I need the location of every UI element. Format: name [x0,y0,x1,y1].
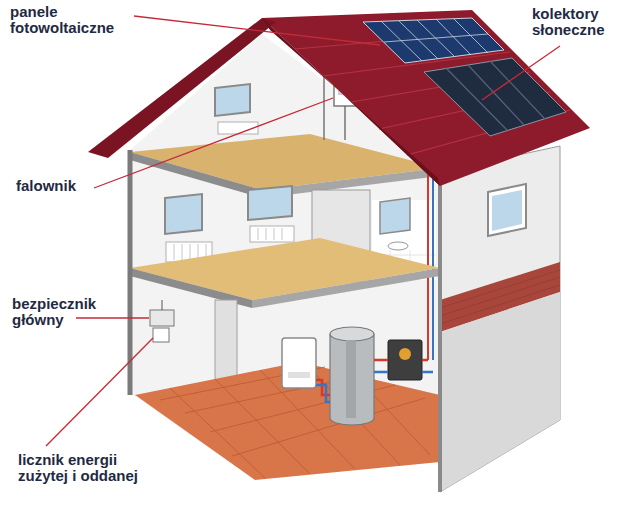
part-label: licznik energii zużytej i oddanej [18,452,168,484]
window [165,194,202,234]
cable [344,106,345,140]
side-wall [440,146,560,492]
wall-edge [323,70,325,140]
outer-wall [128,150,133,395]
pump-station [388,340,422,380]
part-label: falownik [16,178,92,194]
boiler-panel [288,372,310,378]
pv-grid [381,19,488,61]
cable [162,300,163,310]
inner-wall [215,300,237,380]
window [380,198,410,234]
main-fuse [150,310,174,326]
solar-collectors [424,58,566,136]
tank-top [330,327,374,341]
pv-panels [363,18,504,63]
leader-lines [46,16,560,446]
pump [399,348,411,360]
first-floor [130,238,440,300]
slab-edge [252,268,440,308]
side-window-glass [492,190,522,231]
roof-edge [88,18,276,158]
outer-wall [438,170,442,492]
attic-window [215,84,250,116]
storage-tank [330,334,374,425]
sink [388,242,408,250]
energy-meter [153,328,169,342]
part-label: panele fotowoltaiczne [10,4,132,36]
tank-shade [346,340,356,418]
foundation [440,292,560,492]
collector-divisions [446,61,545,130]
pipe-cold [316,385,330,402]
slab-edge [130,152,262,198]
pipe-hot [374,359,428,362]
pipe-hot [316,380,330,395]
window [248,186,292,220]
boiler [282,338,316,388]
pipe-cold [374,371,433,374]
side-window [488,184,526,236]
radiator [250,226,294,242]
part-label: kolektory słoneczne [532,6,614,38]
part-label: bezpiecznik główny [12,296,116,328]
